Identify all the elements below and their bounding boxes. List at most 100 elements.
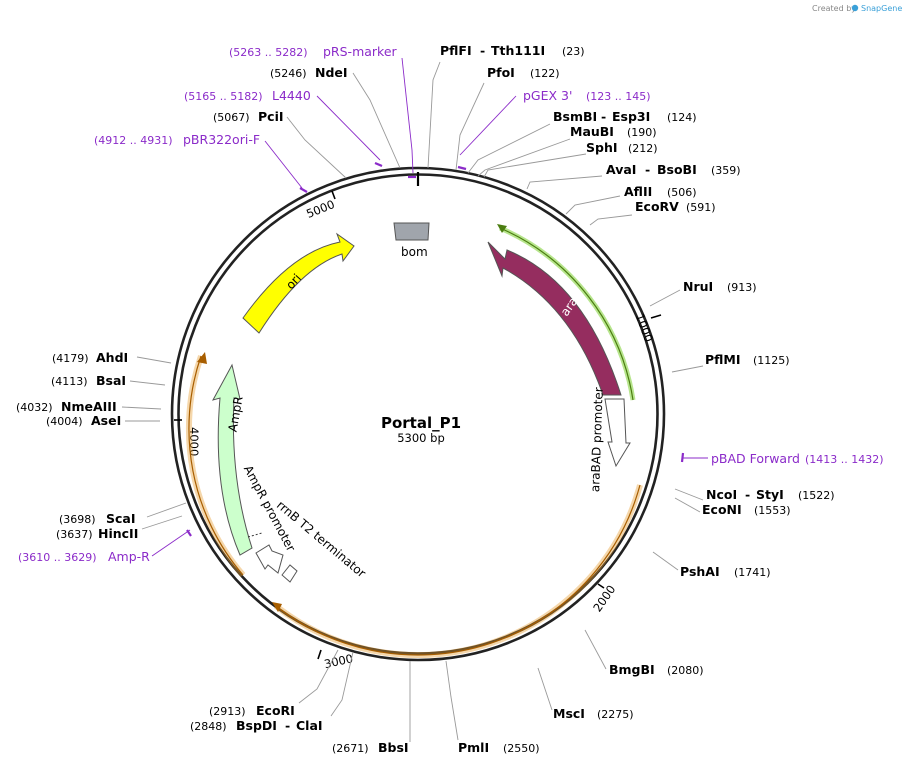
lower-orf-arc xyxy=(274,484,643,659)
enzyme-label-bmgbi: BmgBI xyxy=(609,662,655,677)
enzyme-label-pcii: PciI xyxy=(258,109,284,124)
primer-markers xyxy=(186,161,685,537)
enzyme-pos-bsai: (4113) xyxy=(51,375,88,388)
araBAD-promoter-label: araBAD promoter xyxy=(588,387,606,492)
primer-leader-lines xyxy=(151,57,708,557)
enzyme-label-ecori: EcoRI xyxy=(256,703,295,718)
enzyme-pos-ecori: (2913) xyxy=(209,705,246,718)
AmpR-label: AmpR xyxy=(226,395,246,433)
enzyme-label-hincii: HincII xyxy=(98,526,138,541)
primer-label-pgex3: pGEX 3' xyxy=(523,88,572,103)
araBAD-promoter-feature[interactable] xyxy=(604,398,631,468)
primer-label-amp-r: Amp-R xyxy=(108,549,150,564)
bom-feature[interactable] xyxy=(393,222,430,241)
enzyme-pos-econi: (1553) xyxy=(754,504,791,517)
araC-orf-arrowhead xyxy=(497,224,507,233)
enzyme-label-asei: AseI xyxy=(91,413,121,428)
tick-mark-2000 xyxy=(597,583,605,589)
enzyme-label-pflfi: PflFI xyxy=(440,43,472,58)
enzyme-label-pmli: PmlI xyxy=(458,740,489,755)
enzyme-label-sphi: SphI xyxy=(586,140,618,155)
enzyme-pos-nrui: (913) xyxy=(727,281,757,294)
tick-label-4000: 4000 xyxy=(187,427,201,456)
enzyme-pos-bbsi: (2671) xyxy=(332,742,369,755)
enzyme-label-dash: - xyxy=(645,162,650,177)
enzyme-label-esp3i: Esp3I xyxy=(612,109,650,124)
tick-label-1000: 1000 xyxy=(633,312,656,344)
rrnB-terminator-feature[interactable] xyxy=(281,564,298,583)
primer-range-l4440: (5165 .. 5182) xyxy=(184,90,263,103)
enzyme-pos-ndei: (5246) xyxy=(270,67,307,80)
enzyme-pos-ahdi: (4179) xyxy=(52,352,89,365)
enzyme-pos-bspdi: (2848) xyxy=(190,720,227,733)
enzyme-label-bsmbi: BsmBI xyxy=(553,109,597,124)
primer-range-prs-marker: (5263 .. 5282) xyxy=(229,46,308,59)
enzyme-leader-lines xyxy=(121,61,704,742)
enzyme-label-msci: MscI xyxy=(553,706,585,721)
enzyme-label-bsai: BsaI xyxy=(96,373,126,388)
left-orf-line xyxy=(188,355,244,576)
enzyme-label-pfoi: PfoI xyxy=(487,65,515,80)
enzyme-label-dash: - xyxy=(480,43,485,58)
enzyme-pos-bsmbi: (124) xyxy=(667,111,697,124)
primer-range-pbad-forward: (1413 .. 1432) xyxy=(805,453,884,466)
bom-label: bom xyxy=(401,245,428,259)
lower-orf-line xyxy=(275,484,641,656)
enzyme-label-dash: - xyxy=(285,718,290,733)
primer-label-pbad-forward: pBAD Forward xyxy=(711,451,800,466)
left-orf-arrowhead xyxy=(197,352,207,364)
enzyme-pos-hincii: (3637) xyxy=(56,528,93,541)
AmpR-boundary xyxy=(247,532,263,538)
enzyme-pos-ecorv: (591) xyxy=(686,201,716,214)
enzyme-label-tth111i: Tth111I xyxy=(491,43,545,58)
enzyme-label-pshai: PshAI xyxy=(680,564,720,579)
enzyme-label-clai: ClaI xyxy=(296,718,323,733)
enzyme-label-pflmi: PflMI xyxy=(705,352,741,367)
enzyme-pos-pfoi: (122) xyxy=(530,67,560,80)
enzyme-pos-scai: (3698) xyxy=(59,513,96,526)
primer-label-prs-marker: pRS-marker xyxy=(323,44,398,59)
primer-label-l4440: L4440 xyxy=(272,88,311,103)
enzyme-label-dash: - xyxy=(601,109,606,124)
enzyme-pos-pflfi: (23) xyxy=(562,45,585,58)
primer-range-pgex3: (123 .. 145) xyxy=(586,90,651,103)
snapgene-logo-icon xyxy=(851,4,859,12)
tick-mark-5000 xyxy=(331,190,336,200)
enzyme-label-ahdi: AhdI xyxy=(96,350,128,365)
enzyme-label-ndei: NdeI xyxy=(315,65,348,80)
enzyme-pos-avai: (359) xyxy=(711,164,741,177)
enzyme-pos-pflmi: (1125) xyxy=(753,354,790,367)
enzyme-pos-pcii: (5067) xyxy=(213,111,250,124)
enzyme-label-maubi: MauBI xyxy=(570,124,614,139)
enzyme-pos-pshai: (1741) xyxy=(734,566,771,579)
enzyme-label-styi: StyI xyxy=(756,487,784,502)
enzyme-label-bbsi: BbsI xyxy=(378,740,409,755)
enzyme-label-dash: - xyxy=(745,487,750,502)
tick-label-3000: 3000 xyxy=(323,651,355,671)
enzyme-pos-aflii: (506) xyxy=(667,186,697,199)
plasmid-size: 5300 bp xyxy=(397,431,445,445)
enzyme-label-bsobi: BsoBI xyxy=(657,162,697,177)
ori-feature[interactable] xyxy=(242,232,355,334)
araC-orf-line xyxy=(499,227,634,401)
enzyme-label-nrui: NruI xyxy=(683,279,713,294)
tick-mark-1000 xyxy=(650,314,662,319)
enzyme-label-nmeaiii: NmeAIII xyxy=(61,399,117,414)
snapgene-brand: SnapGene xyxy=(861,4,902,13)
araC-feature[interactable] xyxy=(487,241,622,396)
AmpR-promoter-feature[interactable] xyxy=(255,544,284,574)
backbone-outer-ring xyxy=(170,166,666,662)
primer-label-pbr322ori-f: pBR322ori-F xyxy=(183,132,260,147)
lower-orf-arrowhead xyxy=(272,602,282,612)
primer-range-pbr322ori-f: (4912 .. 4931) xyxy=(94,134,173,147)
enzyme-pos-ncoi: (1522) xyxy=(798,489,835,502)
enzyme-label-bspdi: BspDI xyxy=(236,718,277,733)
enzyme-label-scai: ScaI xyxy=(106,511,136,526)
enzyme-label-econi: EcoNI xyxy=(702,502,742,517)
enzyme-label-ncoi: NcoI xyxy=(706,487,737,502)
enzyme-label-ecorv: EcoRV xyxy=(635,199,679,214)
AmpR-feature[interactable] xyxy=(211,363,253,556)
enzyme-pos-maubi: (190) xyxy=(627,126,657,139)
enzyme-pos-msci: (2275) xyxy=(597,708,634,721)
enzyme-label-aflii: AflII xyxy=(624,184,652,199)
